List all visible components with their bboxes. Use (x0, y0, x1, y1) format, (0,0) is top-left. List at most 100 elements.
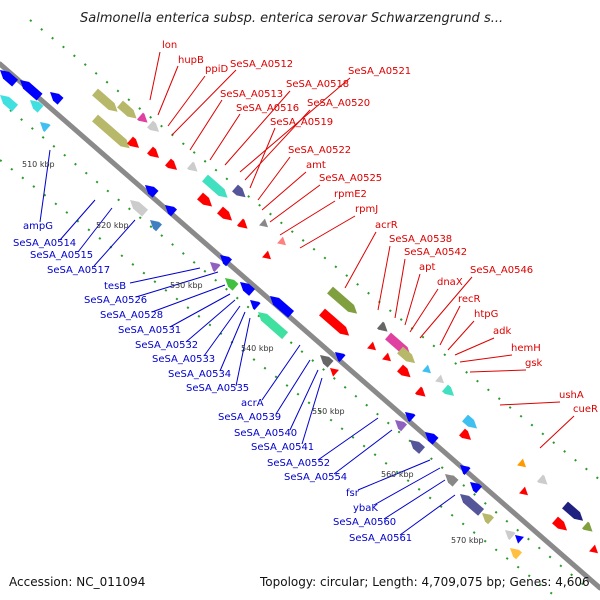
gene-label-SeSA_A0561[interactable]: SeSA_A0561 (349, 533, 412, 544)
gene-glyph (460, 494, 485, 516)
gene-label-amt[interactable]: amt (306, 160, 326, 171)
gene-label-SeSA_A0517[interactable]: SeSA_A0517 (47, 265, 110, 276)
gene-label-SeSA_A0546[interactable]: SeSA_A0546 (470, 265, 533, 276)
gene-glyph (367, 341, 377, 351)
gene-label-SeSA_A0534[interactable]: SeSA_A0534 (168, 369, 231, 380)
gene-label-acrR[interactable]: acrR (375, 220, 398, 231)
gene-label-gsk[interactable]: gsk (525, 358, 543, 369)
gene-glyph (552, 516, 568, 531)
gene-glyph (460, 465, 471, 475)
gene-glyph (410, 440, 426, 454)
reverse-leader-line (275, 359, 311, 415)
gene-label-SeSA_A0538[interactable]: SeSA_A0538 (389, 234, 452, 245)
gene-label-SeSA_A0531[interactable]: SeSA_A0531 (118, 325, 181, 336)
gene-label-SeSA_A0552[interactable]: SeSA_A0552 (267, 458, 330, 469)
forward-leader-line (539, 415, 575, 449)
gene-label-SeSA_A0522[interactable]: SeSA_A0522 (288, 145, 351, 156)
forward-leader-line (261, 171, 307, 211)
gene-glyph (137, 112, 148, 123)
gene-glyph (422, 364, 432, 374)
gene-label-SeSA_A0540[interactable]: SeSA_A0540 (234, 428, 297, 439)
gene-glyph (330, 368, 339, 377)
gene-glyph (327, 286, 358, 314)
gene-label-rpmJ[interactable]: rpmJ (355, 204, 378, 215)
gene-label-SeSA_A0516[interactable]: SeSA_A0516 (236, 103, 299, 114)
gene-label-SeSA_A0520[interactable]: SeSA_A0520 (307, 98, 370, 109)
gene-label-SeSA_A0541[interactable]: SeSA_A0541 (251, 442, 314, 453)
gene-label-apt[interactable]: apt (419, 262, 435, 273)
gene-label-ampG[interactable]: ampG (23, 221, 53, 232)
gene-label-recR[interactable]: recR (458, 294, 481, 305)
reverse-leader-line (151, 284, 226, 313)
forward-leader-line (209, 113, 241, 161)
gene-label-SeSA_A0519[interactable]: SeSA_A0519 (270, 117, 333, 128)
gene-glyph (250, 300, 261, 310)
gene-label-rpmE2[interactable]: rpmE2 (334, 189, 367, 200)
gene-glyph (20, 80, 43, 101)
gene-glyph (117, 100, 137, 119)
gene-label-SeSA_A0560[interactable]: SeSA_A0560 (333, 517, 396, 528)
gene-label-dnaX[interactable]: dnaX (437, 277, 463, 288)
gene-label-htpG[interactable]: htpG (474, 309, 498, 320)
gene-label-SeSA_A0518[interactable]: SeSA_A0518 (286, 79, 349, 90)
reverse-leader-line (169, 293, 231, 328)
gene-label-SeSA_A0542[interactable]: SeSA_A0542 (404, 247, 467, 258)
gene-label-ppiD[interactable]: ppiD (205, 64, 228, 75)
gene-label-SeSA_A0533[interactable]: SeSA_A0533 (152, 354, 215, 365)
gene-label-SeSA_A0512[interactable]: SeSA_A0512 (230, 59, 293, 70)
forward-leader-line (239, 77, 351, 173)
gene-label-SeSA_A0525[interactable]: SeSA_A0525 (319, 173, 382, 184)
gene-label-adk[interactable]: adk (493, 326, 511, 337)
forward-leader-line (157, 65, 179, 116)
scale-label-550: 550 kbp (312, 407, 345, 416)
gene-glyph (462, 414, 478, 429)
gene-glyph (0, 95, 19, 112)
gene-label-ushA[interactable]: ushA (559, 390, 584, 401)
reverse-leader-line (93, 219, 136, 267)
gene-label-hupB[interactable]: hupB (178, 55, 204, 66)
gene-glyph (147, 120, 160, 132)
gene-glyph (165, 158, 178, 170)
gene-label-lon[interactable]: lon (162, 40, 177, 51)
forward-leader-line (454, 337, 495, 356)
gene-label-SeSA_A0521[interactable]: SeSA_A0521 (348, 66, 411, 77)
forward-leader-line (167, 75, 206, 127)
gene-label-SeSA_A0535[interactable]: SeSA_A0535 (186, 383, 249, 394)
forward-leader-line (377, 245, 391, 311)
reverse-leader-line (317, 417, 379, 461)
scale-label-520: 520 kbp (96, 221, 129, 230)
gene-glyph (202, 174, 228, 198)
gene-label-fsr[interactable]: fsr (346, 488, 360, 499)
gene-glyph (320, 355, 334, 368)
gene-glyph (537, 474, 548, 485)
gene-label-tesB[interactable]: tesB (104, 281, 126, 292)
gene-label-SeSA_A0513[interactable]: SeSA_A0513 (220, 89, 283, 100)
gene-glyph (270, 296, 295, 318)
gene-label-SeSA_A0526[interactable]: SeSA_A0526 (84, 295, 147, 306)
gene-label-SeSA_A0514[interactable]: SeSA_A0514 (13, 238, 76, 249)
gene-label-cueR[interactable]: cueR (573, 404, 598, 415)
gene-label-ybaK[interactable]: ybaK (353, 503, 378, 514)
forward-leader-line (189, 99, 223, 151)
gene-label-SeSA_A0528[interactable]: SeSA_A0528 (100, 310, 163, 321)
gene-glyph (0, 70, 19, 87)
gene-label-SeSA_A0515[interactable]: SeSA_A0515 (30, 250, 93, 261)
gene-glyph (435, 374, 445, 384)
forward-leader-line (149, 51, 161, 101)
gene-glyph (415, 386, 426, 397)
forward-leader-line (419, 276, 473, 339)
gene-glyph (319, 308, 350, 336)
reverse-leader-line (383, 479, 446, 520)
gene-label-SeSA_A0532[interactable]: SeSA_A0532 (135, 340, 198, 351)
gene-label-hemH[interactable]: hemH (511, 343, 541, 354)
gene-label-acrA[interactable]: acrA (241, 398, 264, 409)
gene-label-SeSA_A0539[interactable]: SeSA_A0539 (218, 412, 281, 423)
gene-label-SeSA_A0554[interactable]: SeSA_A0554 (284, 472, 347, 483)
gene-glyph (217, 206, 233, 221)
reverse-leader-line (135, 271, 219, 298)
gene-glyph (130, 200, 149, 217)
gene-glyph (150, 220, 162, 232)
scale-label-570: 570 kbp (451, 536, 484, 545)
outer-tick-ring (0, 19, 600, 600)
accession-text: Accession: NC_011094 (9, 575, 145, 589)
